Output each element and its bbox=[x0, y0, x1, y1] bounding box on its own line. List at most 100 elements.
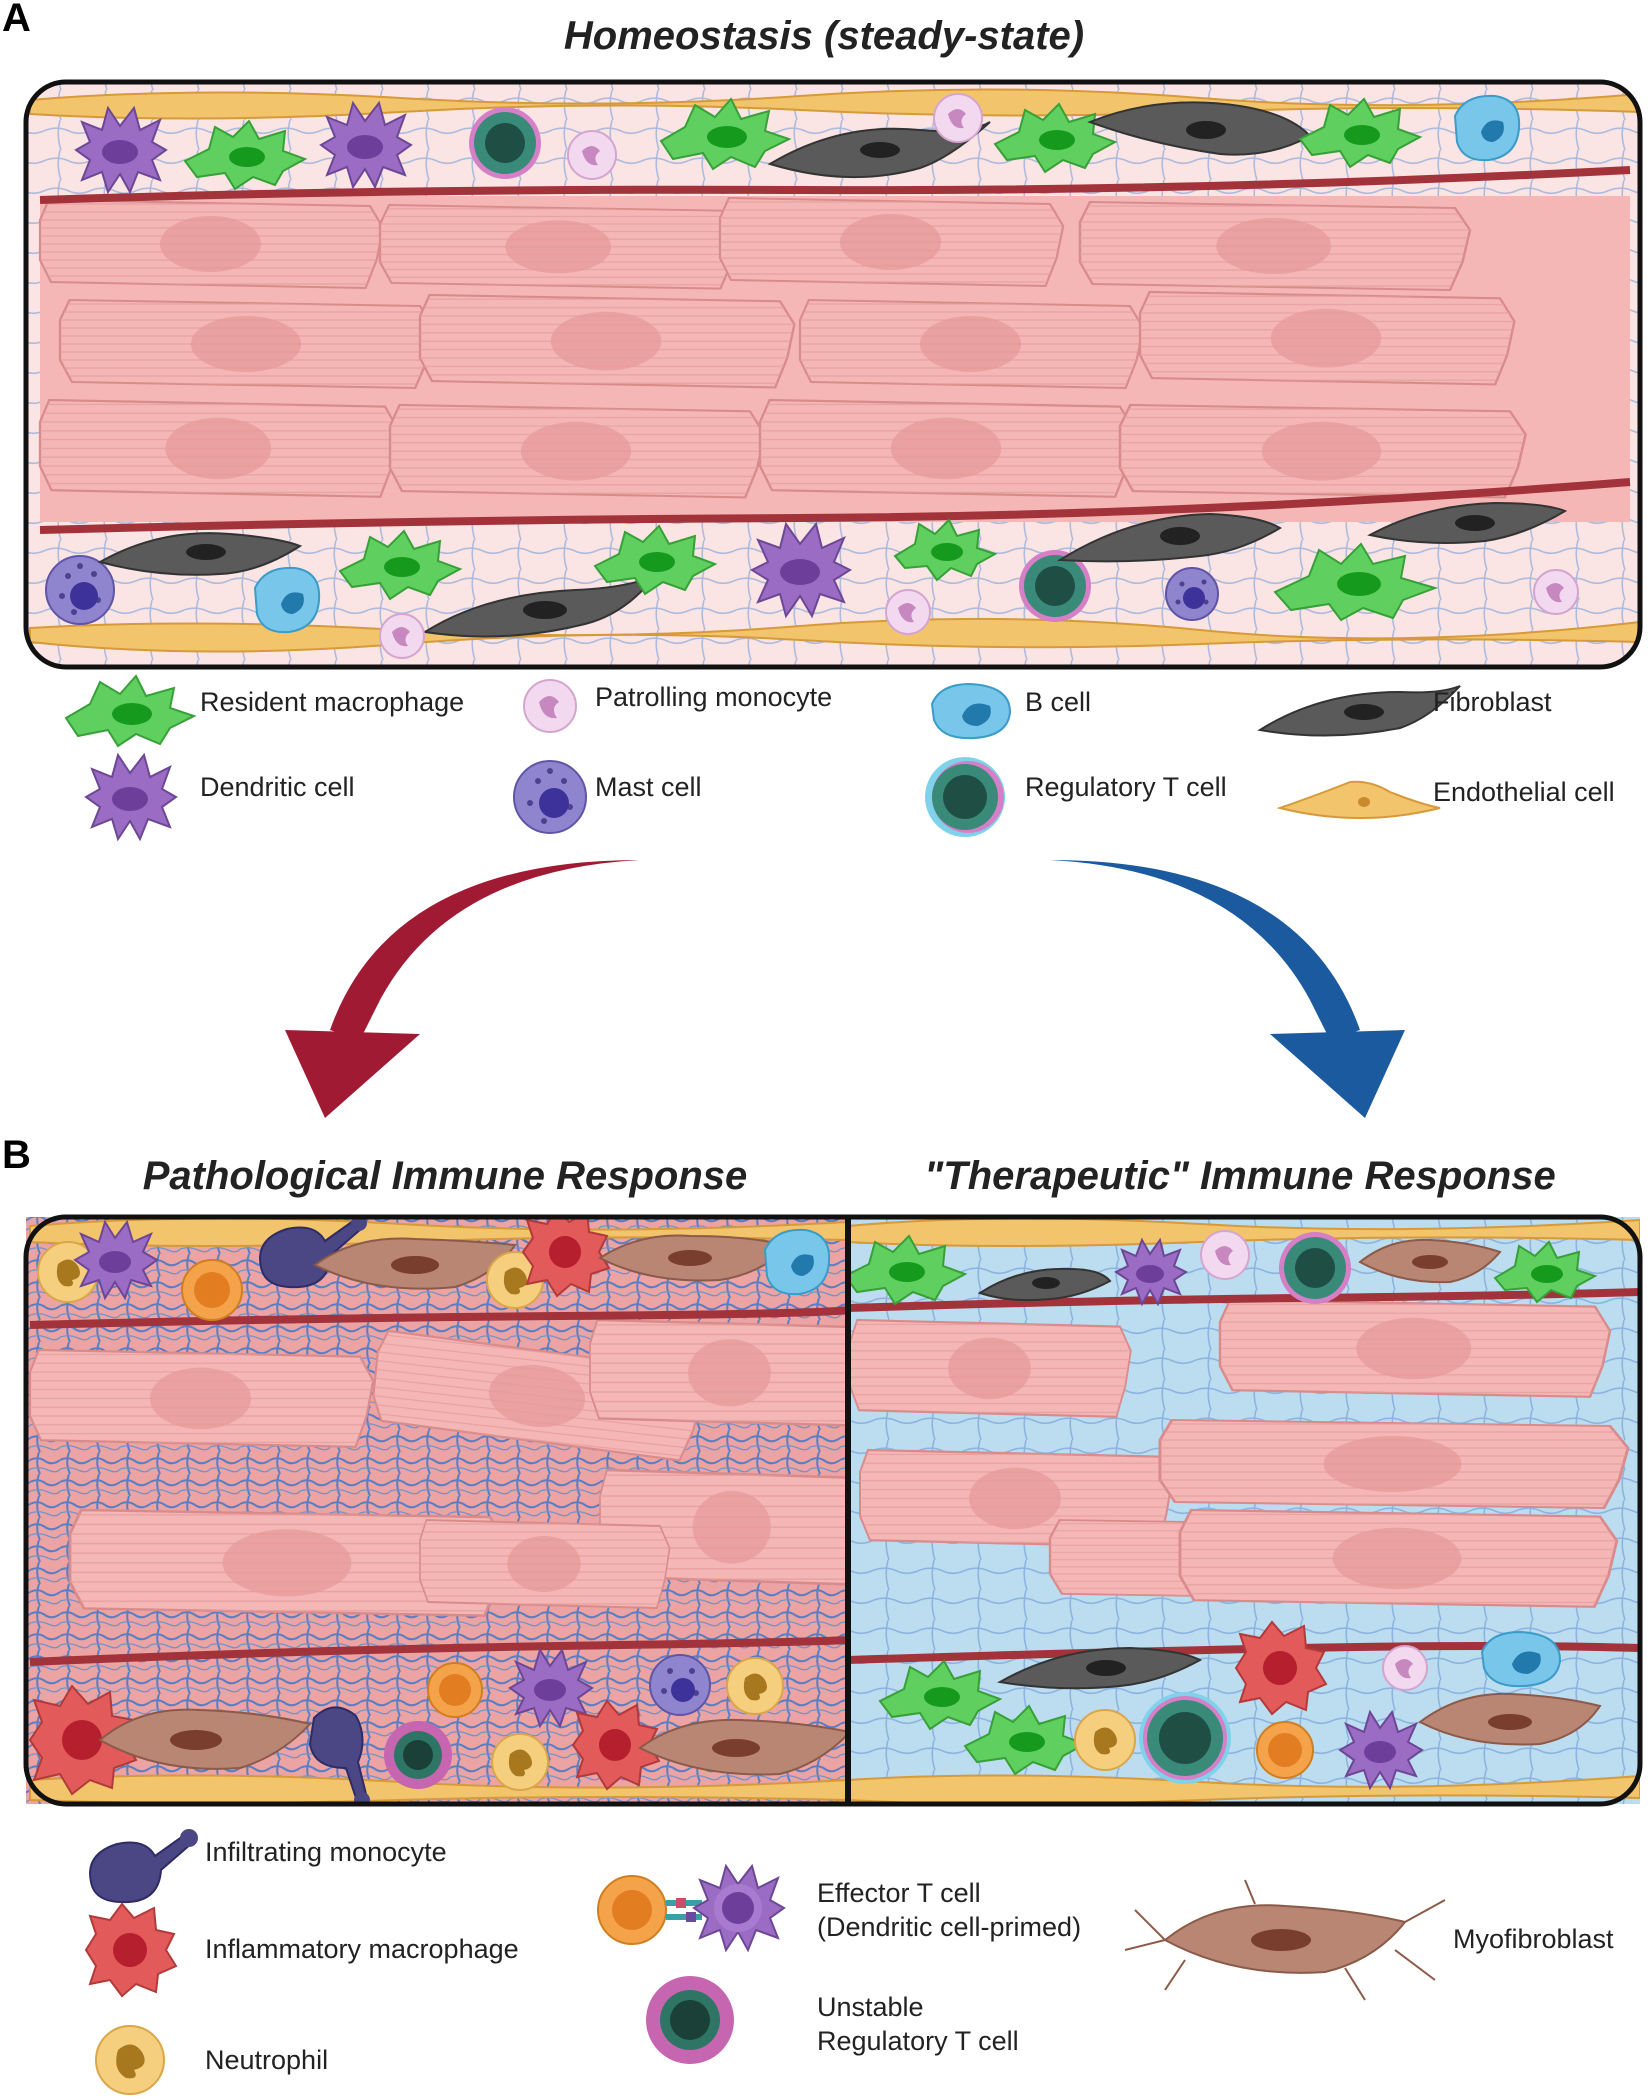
fibroblast bbox=[767, 121, 991, 179]
inflammatory-macrophage bbox=[1234, 1620, 1328, 1716]
fibroblast-icon bbox=[1257, 685, 1461, 737]
legend-inflammatory-macrophage: Inflammatory macrophage bbox=[205, 1934, 519, 1964]
mast-cell bbox=[45, 555, 115, 625]
panel-b-frame bbox=[23, 1214, 1643, 1807]
myofibroblast bbox=[1358, 1238, 1502, 1284]
b-cell bbox=[763, 1228, 831, 1296]
b-cell bbox=[1480, 1630, 1562, 1688]
mast-cell bbox=[649, 1654, 711, 1716]
fibroblast bbox=[977, 1267, 1112, 1302]
legend-neutrophil: Neutrophil bbox=[205, 2045, 329, 2075]
neutrophil bbox=[1074, 1709, 1136, 1771]
inflammatory-macrophage bbox=[571, 1699, 661, 1791]
patrolling-monocyte-icon bbox=[523, 679, 577, 733]
legend-fibroblast: Fibroblast bbox=[1433, 687, 1552, 717]
resident-macrophage bbox=[338, 529, 463, 601]
fibroblast bbox=[1056, 512, 1282, 563]
panel-b-right-title: "Therapeutic" Immune Response bbox=[924, 1154, 1556, 1198]
resident-macrophage bbox=[1298, 97, 1423, 169]
resident-macrophage bbox=[1493, 1240, 1598, 1304]
effector-t-cell bbox=[181, 1259, 243, 1321]
resident-macrophage bbox=[878, 1659, 1003, 1731]
legend-effector-t-cell: Effector T cell (Dendritic cell-primed) bbox=[817, 1876, 1081, 1944]
dendritic-cell bbox=[508, 1647, 594, 1729]
infiltrating-monocyte-icon bbox=[89, 1829, 198, 1904]
effector-t-cell bbox=[1256, 1721, 1314, 1779]
dendritic-t-cell-partner-icon bbox=[692, 1863, 786, 1953]
regulatory-t-cell bbox=[1279, 1232, 1351, 1304]
legend-endothelial-cell: Endothelial cell bbox=[1433, 777, 1615, 807]
legend-patrolling-monocyte: Patrolling monocyte bbox=[595, 682, 833, 712]
resident-macrophage bbox=[848, 1234, 968, 1306]
b-cell bbox=[253, 566, 321, 634]
neutrophil-icon bbox=[95, 2025, 165, 2095]
patrolling-monocyte bbox=[933, 93, 983, 143]
legend-a-icons bbox=[64, 674, 1461, 842]
neutrophil bbox=[726, 1657, 784, 1715]
myofibroblast-icon bbox=[1124, 1879, 1446, 2001]
cardiomyocytes-a bbox=[38, 196, 1527, 499]
legend-dendritic-cell: Dendritic cell bbox=[200, 772, 355, 802]
legend-resident-macrophage: Resident macrophage bbox=[200, 687, 465, 717]
endothelial-layer-top bbox=[29, 88, 1640, 120]
legend-effector-t-cell-line1: Effector T cell bbox=[817, 1878, 981, 1908]
legend-effector-t-cell-line2: (Dendritic cell-primed) bbox=[817, 1912, 1082, 1942]
patrolling-monocyte bbox=[1200, 1230, 1250, 1280]
b-cell-icon bbox=[930, 682, 1012, 740]
infiltrating-monocyte bbox=[308, 1706, 370, 1804]
legend-regulatory-t-cell: Regulatory T cell bbox=[1025, 772, 1227, 802]
unstable-regulatory-t-cell bbox=[384, 1721, 452, 1789]
fibroblast bbox=[1367, 501, 1568, 544]
dendritic-cell bbox=[74, 105, 168, 195]
legend-mast-cell: Mast cell bbox=[595, 772, 702, 802]
pathological-panel bbox=[26, 1217, 848, 1804]
patrolling-monocyte bbox=[379, 613, 425, 659]
myofibroblast bbox=[1418, 1692, 1602, 1746]
legend-unstable-regulatory-t-cell: Unstable Regulatory T cell bbox=[817, 1990, 1019, 2058]
regulatory-t-cell bbox=[1139, 1692, 1231, 1784]
resident-macrophage bbox=[659, 97, 792, 171]
resident-macrophage bbox=[183, 119, 308, 191]
legend-unstable-treg-line1: Unstable bbox=[817, 1992, 924, 2022]
resident-macrophage bbox=[593, 524, 718, 596]
inflammatory-macrophage-icon bbox=[84, 1902, 178, 1998]
dendritic-cell-icon bbox=[84, 752, 178, 842]
legend-myofibroblast: Myofibroblast bbox=[1453, 1924, 1614, 1954]
endothelial-layer-bottom bbox=[29, 617, 1640, 653]
resident-macrophage bbox=[1273, 542, 1439, 622]
legend-b-cell: B cell bbox=[1025, 687, 1092, 717]
panel-a-title: Homeostasis (steady-state) bbox=[563, 14, 1085, 58]
myofibroblast bbox=[638, 1718, 848, 1776]
neutrophil bbox=[491, 1733, 549, 1791]
effector-t-cell-icon bbox=[597, 1875, 702, 1945]
legend-b-icons bbox=[84, 1829, 1446, 2095]
fibroblast bbox=[97, 532, 303, 576]
patrolling-monocyte bbox=[1382, 1645, 1428, 1691]
patrolling-monocyte bbox=[885, 589, 931, 635]
panel-b-letter: B bbox=[2, 1133, 31, 1177]
regulatory-t-cell-icon bbox=[925, 757, 1005, 837]
fibroblast bbox=[997, 1646, 1203, 1690]
dendritic-cell bbox=[1114, 1237, 1188, 1307]
mast-cell bbox=[1165, 567, 1219, 621]
therapeutic-panel bbox=[848, 1217, 1640, 1804]
panel-a-letter: A bbox=[2, 0, 31, 40]
dendritic-cell bbox=[1338, 1709, 1424, 1791]
mast-cell-icon bbox=[513, 760, 587, 834]
dendritic-cell bbox=[319, 100, 413, 190]
legend-unstable-treg-line2: Regulatory T cell bbox=[817, 2026, 1019, 2056]
arrow-to-pathological bbox=[285, 860, 640, 1118]
arrow-to-therapeutic bbox=[1050, 860, 1405, 1118]
resident-macrophage bbox=[963, 1704, 1088, 1776]
panel-b-left-title: Pathological Immune Response bbox=[142, 1154, 748, 1198]
patrolling-monocyte bbox=[567, 130, 617, 180]
dendritic-cell bbox=[749, 521, 853, 619]
resident-macrophage-icon bbox=[64, 674, 197, 748]
patrolling-monocyte bbox=[1533, 569, 1579, 615]
regulatory-t-cell bbox=[1019, 550, 1091, 622]
b-cell bbox=[1453, 94, 1521, 162]
infiltrating-monocyte bbox=[259, 1217, 367, 1289]
resident-macrophage bbox=[893, 518, 998, 582]
fibroblast bbox=[422, 573, 659, 638]
